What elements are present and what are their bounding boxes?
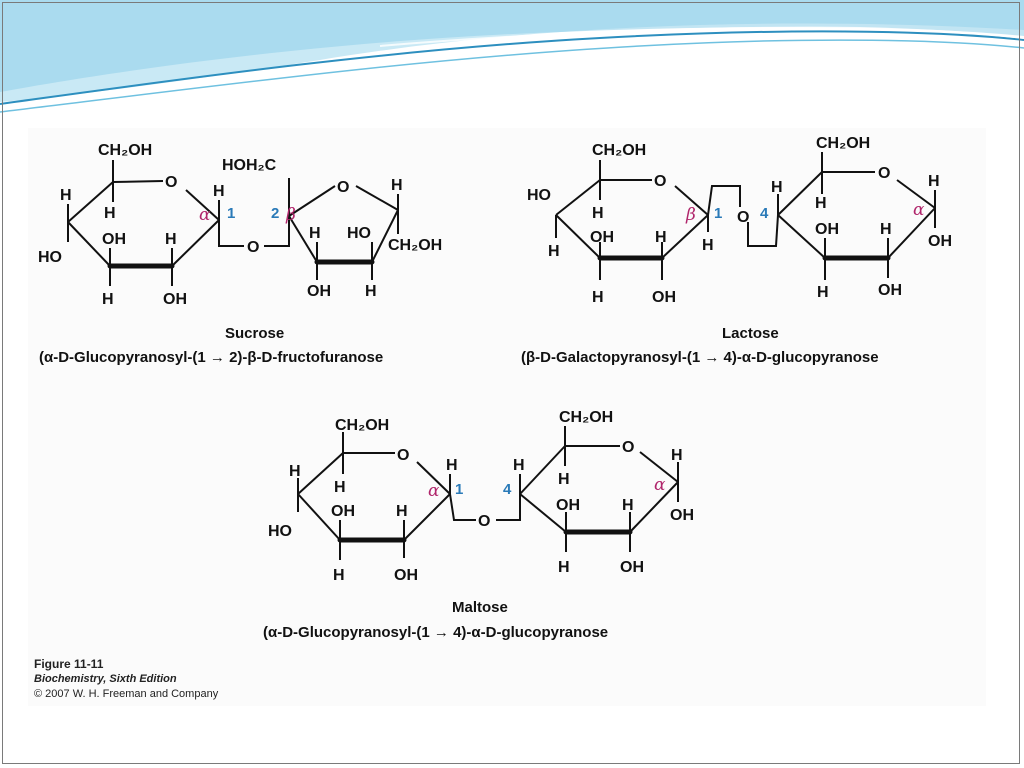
maltose-b-c4-h: H bbox=[513, 457, 525, 474]
lactose-carbon-4-label: 4 bbox=[760, 205, 769, 222]
maltose-a-c1-h: H bbox=[446, 457, 458, 474]
maltose-alpha-1-label: α bbox=[428, 481, 440, 501]
maltose-a-c3-h: H bbox=[333, 567, 345, 584]
sucrose-glc-c4-h: H bbox=[60, 187, 72, 204]
sucrose-glc-c2-oh: OH bbox=[163, 291, 187, 308]
maltose-alpha-2-label: α bbox=[654, 475, 666, 495]
maltose-carbon-4-label: 4 bbox=[503, 481, 512, 498]
lactose-glc-c5-h: H bbox=[815, 195, 827, 212]
sucrose-fru-c3-oh: OH bbox=[307, 283, 331, 300]
lactose-gal-c3-h: H bbox=[592, 289, 604, 306]
decorative-banner bbox=[0, 0, 1024, 113]
lactose-gal-c2-oh: OH bbox=[652, 289, 676, 306]
maltose-b-c5-h: H bbox=[558, 471, 570, 488]
maltose-a-c2-h: H bbox=[396, 503, 408, 520]
lactose-gal-ch2oh-label: CH₂OH bbox=[592, 142, 646, 159]
sucrose-glc-c1-h: H bbox=[213, 183, 225, 200]
lactose-carbon-1-label: 1 bbox=[714, 205, 722, 222]
lactose-beta-label: β bbox=[685, 205, 696, 225]
sucrose-glc-ch2oh-label: CH₂OH bbox=[98, 142, 152, 159]
sucrose-glc-c4-ho: HO bbox=[38, 249, 62, 266]
maltose-a-c2-oh: OH bbox=[394, 567, 418, 584]
sucrose-glc-c3-oh: OH bbox=[102, 231, 126, 248]
lactose-glc-c1-h: H bbox=[928, 173, 940, 190]
lactose-gal-c1-h: H bbox=[702, 237, 714, 254]
maltose-bridge-oxygen: O bbox=[478, 513, 490, 530]
sucrose-structure: CH₂OH O H H HO OH H H OH H α 1 O 2 β HOH… bbox=[38, 142, 442, 366]
lactose-glc-ch2oh-label: CH₂OH bbox=[816, 135, 870, 152]
lactose-gal-c2-h: H bbox=[655, 229, 667, 246]
lactose-gal-c4-h: H bbox=[548, 243, 560, 260]
figure-number: Figure 11-11 bbox=[34, 657, 104, 671]
sucrose-carbon-2-label: 2 bbox=[271, 205, 279, 222]
maltose-b-c1-oh: OH bbox=[670, 507, 694, 524]
book-title: Biochemistry, Sixth Edition bbox=[34, 673, 177, 685]
lactose-glc-c3-oh: OH bbox=[815, 221, 839, 238]
sucrose-fru-c5-ch2oh: CH₂OH bbox=[388, 237, 442, 254]
sucrose-bonds bbox=[67, 160, 399, 286]
lactose-gal-c3-oh: OH bbox=[590, 229, 614, 246]
lactose-glc-c3-h: H bbox=[817, 284, 829, 301]
sucrose-fru-ring-oxygen: O bbox=[337, 179, 349, 196]
lactose-systematic-name: (β-D-Galactopyranosyl-(1 → 4)-α-D-glucop… bbox=[521, 349, 879, 366]
maltose-carbon-1-label: 1 bbox=[455, 481, 463, 498]
sucrose-glc-c2-h: H bbox=[165, 231, 177, 248]
sucrose-glc-ring-oxygen: O bbox=[165, 174, 177, 191]
sucrose-fru-hoh2c-label: HOH₂C bbox=[222, 157, 277, 174]
maltose-a-ch2oh-label: CH₂OH bbox=[335, 417, 389, 434]
lactose-gal-ring-oxygen: O bbox=[654, 173, 666, 190]
maltose-a-c4-h: H bbox=[289, 463, 301, 480]
maltose-bonds bbox=[297, 426, 679, 560]
lactose-bridge-oxygen: O bbox=[737, 209, 749, 226]
sucrose-fru-c4-h: H bbox=[365, 283, 377, 300]
maltose-b-c2-h: H bbox=[622, 497, 634, 514]
maltose-b-ring-oxygen: O bbox=[622, 439, 634, 456]
sucrose-systematic-name: (α-D-Glucopyranosyl-(1 → 2)-β-D-fructofu… bbox=[39, 349, 383, 366]
lactose-bonds bbox=[555, 152, 936, 280]
lactose-name: Lactose bbox=[722, 325, 779, 342]
maltose-b-c2-oh: OH bbox=[620, 559, 644, 576]
sucrose-glc-c3-h: H bbox=[102, 291, 114, 308]
maltose-systematic-name: (α-D-Glucopyranosyl-(1 → 4)-α-D-glucopyr… bbox=[263, 624, 608, 641]
figure-credit: Figure 11-11 Biochemistry, Sixth Edition… bbox=[34, 657, 218, 702]
maltose-b-c3-oh: OH bbox=[556, 497, 580, 514]
maltose-b-ch2oh-label: CH₂OH bbox=[559, 409, 613, 426]
lactose-glc-c2-h: H bbox=[880, 221, 892, 238]
lactose-gal-c4-ho: HO bbox=[527, 187, 551, 204]
lactose-glc-c2-oh: OH bbox=[878, 282, 902, 299]
sucrose-bridge-oxygen: O bbox=[247, 239, 259, 256]
maltose-name: Maltose bbox=[452, 599, 508, 616]
lactose-alpha-label: α bbox=[913, 200, 925, 220]
maltose-a-c3-oh: OH bbox=[331, 503, 355, 520]
sucrose-beta-label: β bbox=[285, 205, 296, 225]
maltose-b-c3-h: H bbox=[558, 559, 570, 576]
sucrose-alpha-label: α bbox=[199, 205, 211, 225]
lactose-glc-c4-h: H bbox=[771, 179, 783, 196]
sucrose-carbon-1-label: 1 bbox=[227, 205, 235, 222]
lactose-glc-ring-oxygen: O bbox=[878, 165, 890, 182]
sucrose-fru-c5-h: H bbox=[391, 177, 403, 194]
lactose-gal-c5-h: H bbox=[592, 205, 604, 222]
sucrose-fru-c3-h: H bbox=[309, 225, 321, 242]
maltose-a-ring-oxygen: O bbox=[397, 447, 409, 464]
maltose-structure: CH₂OH O H H HO OH H H OH H α 1 O 4 H CH₂… bbox=[263, 409, 694, 641]
lactose-structure: CH₂OH O HO H H OH H H OH H β 1 O 4 CH₂OH… bbox=[521, 135, 952, 366]
sucrose-name: Sucrose bbox=[225, 325, 284, 342]
figure-panel bbox=[28, 128, 986, 706]
lactose-glc-c1-oh: OH bbox=[928, 233, 952, 250]
maltose-a-c4-ho: HO bbox=[268, 523, 292, 540]
copyright-line: © 2007 W. H. Freeman and Company bbox=[34, 688, 219, 700]
sucrose-fru-c4-ho: HO bbox=[347, 225, 371, 242]
maltose-a-c5-h: H bbox=[334, 479, 346, 496]
sucrose-glc-c5-h: H bbox=[104, 205, 116, 222]
maltose-b-c1-h: H bbox=[671, 447, 683, 464]
